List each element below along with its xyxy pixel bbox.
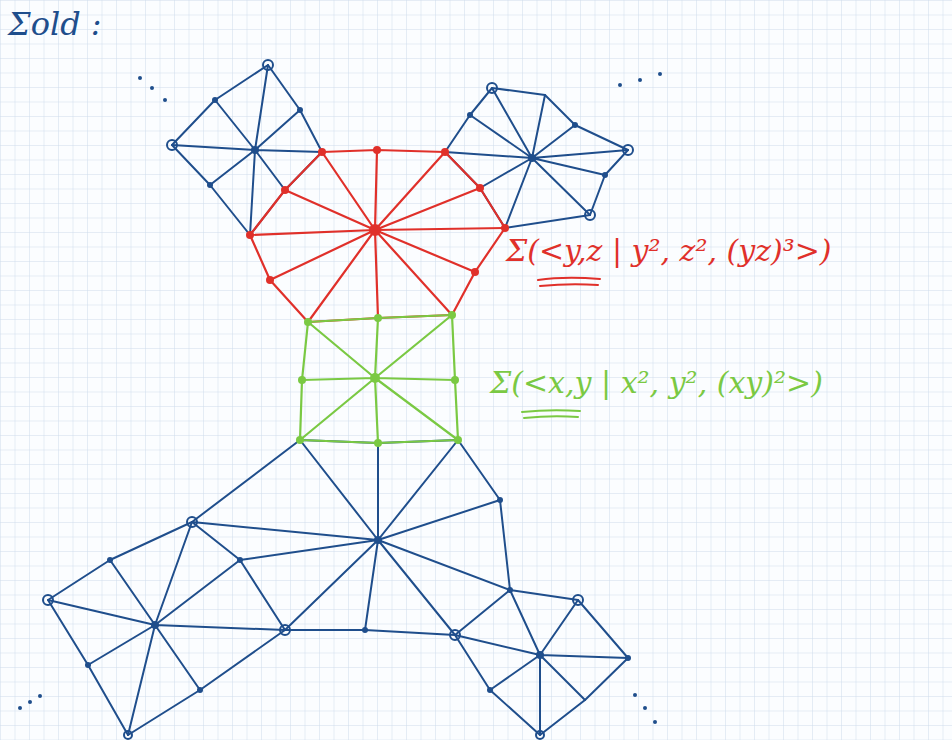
- red-vertices: [246, 146, 509, 284]
- green-vertices: [296, 311, 462, 447]
- group-presentation-label: Σ(<x,y | x², y², (xy)²>): [490, 366, 823, 401]
- red-complex: [250, 150, 505, 322]
- underline: [522, 410, 580, 418]
- heading: Σold :: [8, 6, 102, 43]
- green-complex: [300, 315, 458, 443]
- group-presentation-label: Σ(<y,z | y², z², (yz)³>): [506, 234, 832, 269]
- underline: [538, 278, 600, 286]
